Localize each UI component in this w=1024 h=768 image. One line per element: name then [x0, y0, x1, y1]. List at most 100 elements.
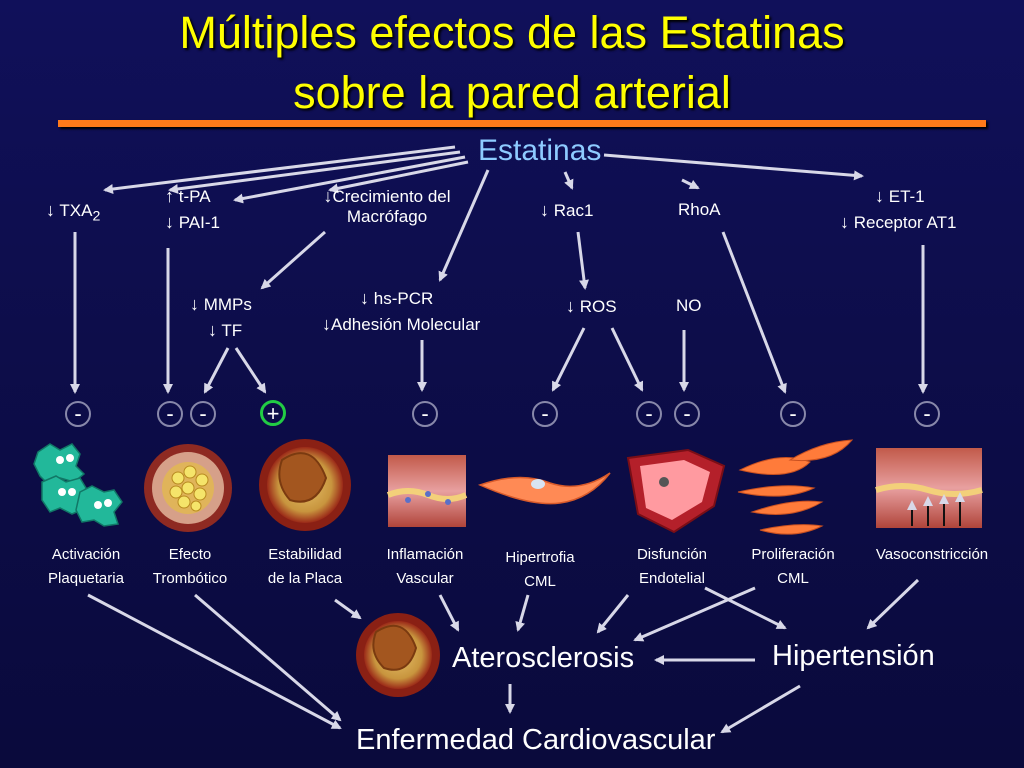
inhibition-sign: - — [155, 400, 185, 428]
down-arrow-icon: ↓ — [165, 212, 174, 232]
rac1-text: Rac1 — [553, 201, 594, 220]
promotion-sign: + — [258, 400, 288, 428]
slide-title-line2: sobre la pared arterial — [293, 67, 731, 118]
caption-line: Hipertrofia — [505, 549, 575, 566]
arrow-ros-minus-right — [610, 327, 644, 392]
inhibition-sign: - — [530, 400, 560, 428]
up-arrow-icon: ↑ — [165, 186, 174, 206]
plus-sign-text: + — [260, 400, 286, 426]
arrow-tf-plus — [234, 347, 267, 394]
caption-line: Proliferación — [751, 546, 835, 563]
caption-line: Activación — [51, 546, 121, 563]
down-arrow-icon: ↓ — [540, 200, 549, 220]
arrow-rac1-ros — [576, 231, 589, 290]
arrow-estatinas-crecimiento — [328, 160, 469, 194]
outcome-aterosclerosis: Aterosclerosis — [452, 642, 635, 674]
arrow-tf-minus — [203, 347, 230, 394]
minus-sign-text: - — [532, 401, 558, 427]
arrow-hipertrofia-atero — [515, 594, 530, 632]
et1-label: ↓ ET-1 — [875, 186, 925, 207]
caption-estabilidad-placa: Estabilidad de la Placa — [255, 543, 355, 591]
crecimiento-label: ↓Crecimiento del Macrófago — [312, 186, 462, 227]
txa2-subscript: 2 — [92, 208, 101, 225]
caption-line: Disfunción — [636, 546, 708, 563]
caption-inflamacion-vascular: Inflamación Vascular — [375, 543, 475, 591]
tpa-label: ↑ t-PA — [165, 186, 211, 207]
caption-line: Vascular — [396, 570, 454, 587]
adhesion-label: ↓Adhesión Molecular — [322, 314, 480, 335]
arrow-estatinas-hspcr — [438, 169, 490, 282]
atherosclerosis-plaque-illustration — [356, 613, 440, 697]
caption-line: Endotelial — [639, 570, 705, 587]
minus-sign-text: - — [674, 401, 700, 427]
inhibition-sign: - — [778, 400, 808, 428]
arrow-estatinas-pai1 — [233, 155, 466, 204]
caption-line: Efecto — [168, 546, 212, 563]
receptor-at1-label: ↓ Receptor AT1 — [840, 212, 956, 233]
arrow-estatinas-tpa — [168, 150, 461, 194]
arrow-vasoconstriccion-hipertension — [866, 578, 920, 630]
plaque-illustration — [259, 439, 351, 531]
caption-line: de la Placa — [267, 570, 343, 587]
arrow-proliferacion-atero — [633, 586, 756, 642]
down-arrow-icon: ↓ — [190, 294, 199, 314]
endothelial-illustration — [626, 448, 726, 534]
down-arrow-icon: ↓ — [322, 314, 331, 334]
minus-sign-text: - — [65, 401, 91, 427]
thrombus-illustration — [144, 444, 232, 532]
arrow-ros-minus-left — [551, 327, 586, 392]
down-arrow-icon: ↓ — [840, 212, 849, 232]
arrow-proliferacion-hipertension — [704, 586, 787, 630]
slide-title-line1: Múltiples efectos de las Estatinas — [179, 7, 845, 58]
vasoconstriction-illustration — [875, 448, 983, 528]
minus-sign-text: - — [780, 401, 806, 427]
outcome-hipertension: Hipertensión — [772, 640, 935, 672]
no-label: NO — [676, 296, 702, 315]
down-arrow-icon: ↓ — [323, 186, 333, 206]
proliferating-cells-illustration — [737, 439, 854, 535]
caption-line: CML — [777, 570, 809, 587]
caption-line: Vasoconstricción — [875, 546, 989, 563]
caption-hipertrofia-cml: Hipertrofia CML — [490, 546, 590, 594]
down-arrow-icon: ↓ — [46, 200, 55, 220]
tpa-text: t-PA — [178, 187, 211, 206]
pai1-label: ↓ PAI-1 — [165, 212, 220, 233]
caption-proliferacion-cml: Proliferación CML — [743, 543, 843, 591]
ros-text: ROS — [579, 297, 617, 316]
mmps-label: ↓ MMPs — [190, 294, 252, 315]
receptor-at1-text: Receptor AT1 — [853, 213, 957, 232]
tf-text: TF — [221, 321, 243, 340]
platelet-illustration — [33, 443, 123, 527]
arrow-inflamacion-atero — [438, 594, 460, 632]
rac1-label: ↓ Rac1 — [540, 200, 593, 221]
arrow-estatinas-rhoa — [681, 178, 700, 190]
arrow-estabilidad-atero — [334, 598, 362, 620]
caption-line: Trombótico — [152, 570, 228, 587]
inhibition-sign: - — [188, 400, 218, 428]
txa2-text: TXA — [59, 201, 93, 220]
inhibition-sign: - — [912, 400, 942, 428]
down-arrow-icon: ↓ — [566, 296, 575, 316]
connector-arrows — [70, 145, 928, 734]
tf-label: ↓ TF — [208, 320, 242, 341]
minus-sign-text: - — [636, 401, 662, 427]
arrow-crecimiento-mmps — [260, 230, 326, 290]
minus-sign-text: - — [157, 401, 183, 427]
arrow-estatinas-et1 — [603, 153, 864, 181]
caption-vasoconstriccion: Vasoconstricción — [870, 543, 994, 567]
et1-text: ET-1 — [888, 187, 925, 206]
inhibition-sign: - — [410, 400, 440, 428]
inhibition-sign: - — [63, 400, 93, 428]
txa2-label: ↓ TXA2 — [46, 200, 100, 224]
arrow-hipertension-enfermedad — [720, 684, 801, 734]
caption-efecto-trombotico: Efecto Trombótico — [140, 543, 240, 591]
minus-sign-text: - — [190, 401, 216, 427]
rhoa-label: RhoA — [678, 200, 721, 219]
ros-label: ↓ ROS — [566, 296, 617, 317]
caption-disfuncion-endotelial: Disfunción Endotelial — [622, 543, 722, 591]
inhibition-sign: - — [634, 400, 664, 428]
caption-line: CML — [524, 573, 556, 590]
caption-line: Estabilidad — [268, 546, 342, 563]
estatinas-label: Estatinas — [478, 134, 602, 167]
